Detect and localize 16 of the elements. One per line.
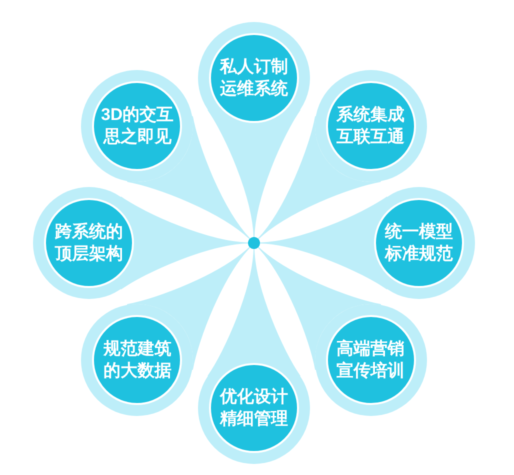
tapered-connector [127,116,250,240]
node-text: 跨系统的顶层架构 [54,221,124,265]
tapered-connector [208,248,300,376]
tapered-connector [258,246,381,370]
node-text: 统一模型标准规范 [384,221,454,265]
tapered-connector [260,196,388,290]
tapered-connector [120,196,248,290]
node-text: 3D的交互思之即见 [100,104,175,148]
node-text: 私人订制运维系统 [218,56,289,100]
tapered-connector [127,246,250,370]
node-text: 优化设计精细管理 [218,386,289,430]
tapered-connector [208,110,300,238]
tapered-connector [258,116,381,240]
node-text: 高端营销宣传培训 [336,338,406,382]
node-text: 规范建筑的大数据 [102,338,172,382]
node-text: 系统集成互联互通 [336,104,406,148]
